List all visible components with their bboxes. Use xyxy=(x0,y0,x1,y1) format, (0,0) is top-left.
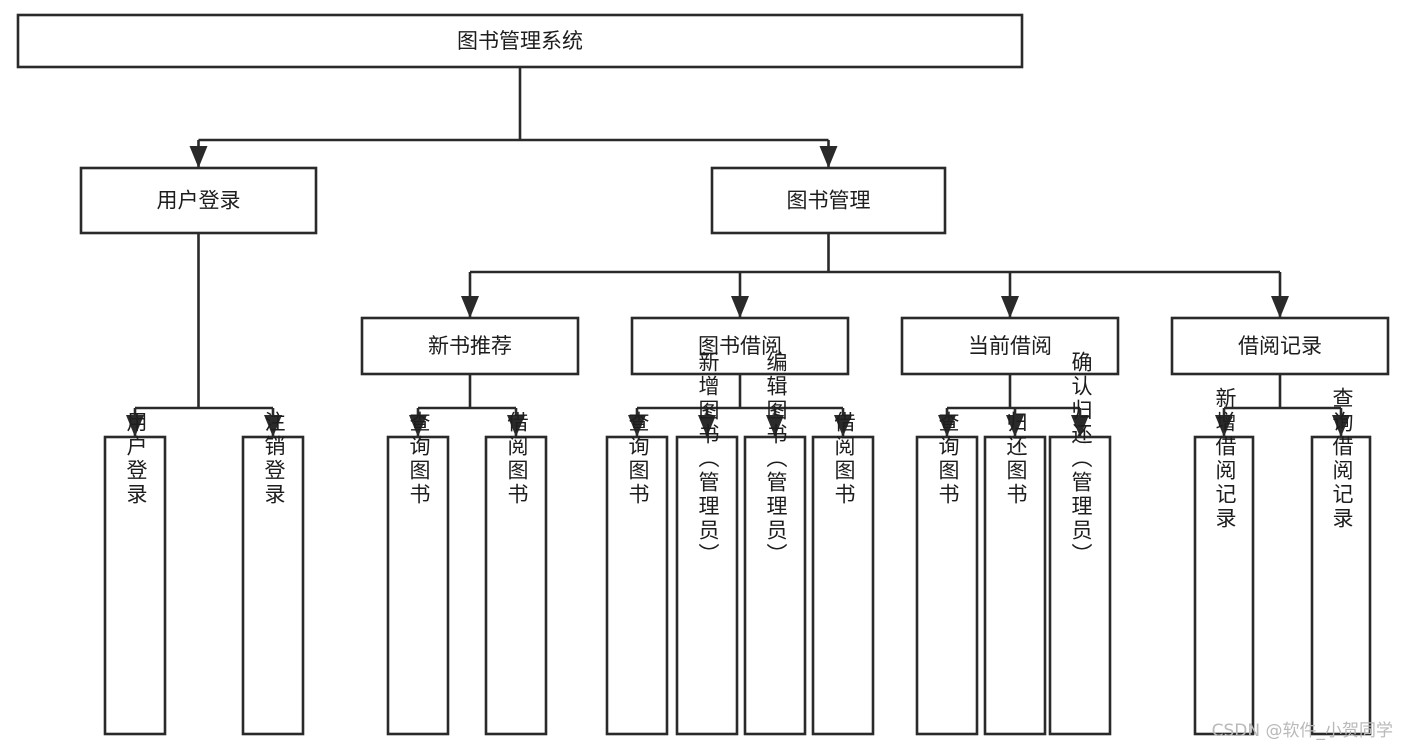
arrow-head-icon xyxy=(1332,415,1350,437)
node-leaf-borrow-book-1[interactable]: 借阅图书 xyxy=(484,411,548,736)
arrow-head-icon xyxy=(409,415,427,437)
node-box xyxy=(710,166,947,235)
node-leaf-borrow-book-2[interactable]: 借阅图书 xyxy=(811,411,875,736)
node-current-borrow[interactable]: 当前借阅 xyxy=(900,316,1120,376)
node-label: 用户登录 xyxy=(124,411,148,507)
node-box xyxy=(900,316,1120,376)
arrow-head-icon xyxy=(766,415,784,437)
node-box xyxy=(983,435,1047,736)
node-box xyxy=(79,166,318,235)
node-box xyxy=(1193,435,1255,736)
node-leaf-query-book-2[interactable]: 查询图书 xyxy=(605,411,669,736)
node-box xyxy=(16,13,1024,69)
node-leaf-add-record[interactable]: 新增借阅记录 xyxy=(1193,387,1255,736)
node-box xyxy=(915,435,979,736)
node-box xyxy=(630,316,850,376)
arrow-head-icon xyxy=(1271,296,1289,318)
node-box xyxy=(1048,435,1112,736)
arrow-head-icon xyxy=(731,296,749,318)
arrow-head-icon xyxy=(819,146,838,168)
node-label: 图书管理 xyxy=(787,189,871,213)
node-box xyxy=(103,435,167,736)
node-box xyxy=(1170,316,1390,376)
node-label: 借阅记录 xyxy=(1238,334,1322,358)
arrow-head-icon xyxy=(264,415,282,437)
node-leaf-confirm-return[interactable]: 确认归还（管理员） xyxy=(1048,351,1112,736)
node-label: 图书借阅 xyxy=(698,334,782,358)
node-leaf-return-book[interactable]: 归还图书 xyxy=(983,411,1047,736)
node-book-manage[interactable]: 图书管理 xyxy=(710,166,947,235)
node-label: 借阅图书 xyxy=(832,411,856,507)
arrow-head-icon xyxy=(1071,415,1089,437)
arrow-head-icon xyxy=(1001,296,1019,318)
node-book-borrow[interactable]: 图书借阅 xyxy=(630,316,850,376)
node-leaf-logout[interactable]: 注销登录 xyxy=(241,411,305,736)
node-label: 查询图书 xyxy=(936,411,960,507)
arrow-head-icon xyxy=(126,415,144,437)
node-label: 注销登录 xyxy=(262,411,286,507)
arrow-head-icon xyxy=(461,296,479,318)
node-leaf-user-login[interactable]: 用户登录 xyxy=(103,411,167,736)
node-user-login[interactable]: 用户登录 xyxy=(79,166,318,235)
node-borrow-record[interactable]: 借阅记录 xyxy=(1170,316,1390,376)
node-label: 查询借阅记录 xyxy=(1330,387,1354,531)
node-label: 借阅图书 xyxy=(505,411,529,507)
arrow-head-icon xyxy=(628,415,646,437)
node-leaf-add-book[interactable]: 新增图书（管理员） xyxy=(675,351,739,736)
arrow-head-icon xyxy=(698,415,716,437)
node-box xyxy=(811,435,875,736)
arrow-head-icon xyxy=(938,415,956,437)
node-label: 归还图书 xyxy=(1004,411,1028,507)
node-label: 确认归还（管理员） xyxy=(1069,351,1093,567)
node-box xyxy=(484,435,548,736)
arrow-head-icon xyxy=(1006,415,1024,437)
node-layer: 图书管理系统用户登录图书管理新书推荐图书借阅当前借阅借阅记录用户登录注销登录查询… xyxy=(16,13,1390,736)
node-label: 查询图书 xyxy=(626,411,650,507)
node-label: 编辑图书（管理员） xyxy=(764,351,788,567)
node-label: 新增图书（管理员） xyxy=(696,351,720,567)
node-label: 图书管理系统 xyxy=(457,29,583,53)
node-box xyxy=(1310,435,1372,736)
node-leaf-query-book-3[interactable]: 查询图书 xyxy=(915,411,979,736)
arrow-head-icon xyxy=(507,415,525,437)
node-box xyxy=(675,435,739,736)
node-leaf-edit-book[interactable]: 编辑图书（管理员） xyxy=(743,351,807,736)
arrow-head-icon xyxy=(189,146,208,168)
node-new-book-rec[interactable]: 新书推荐 xyxy=(360,316,580,376)
node-label: 新增借阅记录 xyxy=(1213,387,1237,531)
node-label: 新书推荐 xyxy=(428,334,512,358)
node-box xyxy=(241,435,305,736)
node-box xyxy=(360,316,580,376)
node-leaf-query-book-1[interactable]: 查询图书 xyxy=(386,411,450,736)
connector-layer xyxy=(126,67,1350,437)
node-root[interactable]: 图书管理系统 xyxy=(16,13,1024,69)
arrow-head-icon xyxy=(834,415,852,437)
node-box xyxy=(386,435,450,736)
node-label: 当前借阅 xyxy=(968,334,1052,358)
node-label: 查询图书 xyxy=(407,411,431,507)
node-box xyxy=(743,435,807,736)
node-leaf-query-record[interactable]: 查询借阅记录 xyxy=(1310,387,1372,736)
node-label: 用户登录 xyxy=(157,189,241,213)
arrow-head-icon xyxy=(1215,415,1233,437)
node-box xyxy=(605,435,669,736)
